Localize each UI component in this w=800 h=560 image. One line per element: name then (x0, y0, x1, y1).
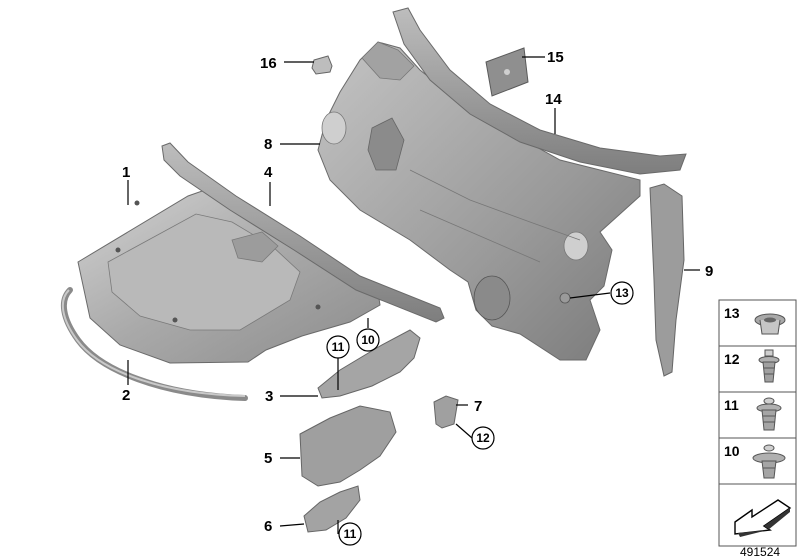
callout-9: 9 (705, 263, 713, 280)
lower-shield (299, 405, 397, 487)
callout-1: 1 (122, 164, 130, 181)
legend-label-13: 13 (724, 305, 740, 321)
callout-3: 3 (265, 388, 273, 405)
callout-16: 16 (260, 55, 277, 72)
side-insulation-strip (649, 183, 685, 377)
push-rivet-icon (758, 349, 780, 383)
hood-insulation-panel (77, 189, 381, 364)
fastener-legend: 13 12 11 10 (718, 299, 797, 547)
callout-numbers: 1 2 3 4 5 6 7 8 9 14 15 16 (122, 49, 713, 535)
small-bracket (303, 485, 361, 533)
circled-callout-11-lower: 11 (344, 527, 357, 541)
callout-5: 5 (264, 450, 272, 467)
small-insulation-piece (433, 395, 459, 429)
clip-part (311, 55, 333, 75)
bulkhead-top-seal (392, 7, 687, 175)
legend-label-10: 10 (724, 443, 740, 459)
circled-callouts: 11 10 12 13 11 (326, 281, 634, 546)
legend-label-12: 12 (724, 351, 740, 367)
legend-label-11: 11 (724, 397, 739, 413)
circled-callout-11-upper: 11 (332, 340, 345, 354)
grommet-icon (754, 313, 786, 335)
callout-2: 2 (122, 387, 130, 404)
hood-seal-upper (161, 142, 445, 323)
circled-callout-12: 12 (476, 431, 490, 445)
reference-number: 491524 (740, 545, 780, 559)
wide-head-rivet-icon (752, 444, 786, 479)
callout-7: 7 (474, 398, 482, 415)
callout-14: 14 (545, 91, 562, 108)
circled-callout-10: 10 (361, 333, 375, 347)
leader-lines (127, 56, 700, 534)
bulkhead-insulation (317, 41, 641, 361)
expanding-rivet-icon (756, 397, 782, 431)
callout-8: 8 (264, 136, 272, 153)
wheel-arch-insulation (317, 329, 421, 399)
arrow-symbol-icon (734, 499, 792, 537)
callout-6: 6 (264, 518, 272, 535)
circled-callout-13: 13 (615, 286, 629, 300)
callout-4: 4 (264, 164, 273, 181)
callout-15: 15 (547, 49, 564, 66)
